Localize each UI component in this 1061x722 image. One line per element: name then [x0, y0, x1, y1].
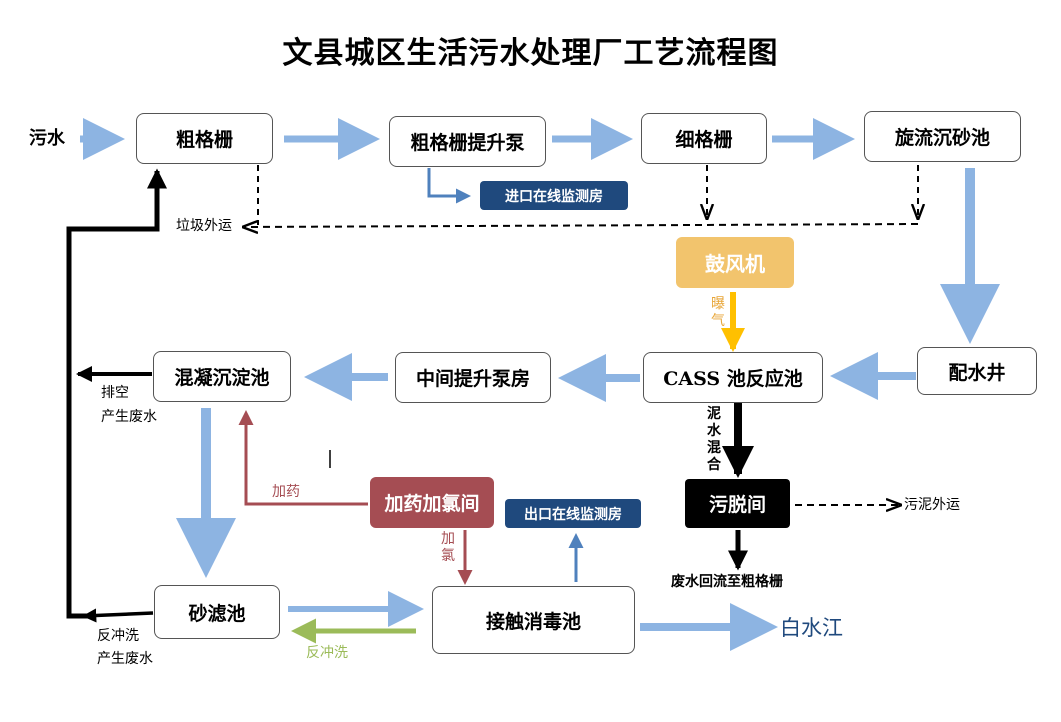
label-backwash-green: 反冲洗 [306, 645, 348, 661]
node-dosing-room: 加药加氯间 [370, 477, 494, 528]
label-chlorine: 加氯 [441, 531, 455, 564]
node-blower: 鼓风机 [676, 237, 794, 288]
node-sludge-room: 污脱间 [685, 479, 790, 528]
node-sand-filter: 砂滤池 [154, 585, 280, 639]
label-river: 白水江 [780, 616, 843, 640]
node-coag-sedimentation: 混凝沉淀池 [153, 351, 291, 402]
label-backwash-1: 反冲洗 [97, 628, 139, 644]
page-title: 文县城区生活污水处理厂工艺流程图 [282, 36, 779, 71]
label-dosing: 加药 [272, 484, 300, 500]
arrow-garbage [244, 224, 919, 227]
label-drain-2: 产生废水 [101, 409, 157, 425]
label-sewage: 污水 [29, 128, 65, 149]
arrow-to-inlet-monitor [427, 168, 471, 204]
label-backwash-2: 产生废水 [97, 651, 153, 667]
node-outlet-monitor: 出口在线监测房 [505, 499, 641, 528]
node-disinfection: 接触消毒池 [432, 586, 635, 654]
node-distribution-well: 配水井 [917, 347, 1037, 395]
node-fine-screen: 细格栅 [641, 113, 767, 164]
node-cass: CASS 池反应池 [643, 352, 823, 403]
node-coarse-screen: 粗格栅 [136, 113, 273, 164]
label-sludge-out: 污泥外运 [904, 497, 960, 513]
label-mud-mix: 泥水混合 [707, 406, 721, 473]
node-inlet-monitor: 进口在线监测房 [480, 181, 628, 210]
label-drain-1: 排空 [101, 385, 129, 401]
label-wastewater-return: 废水回流至粗格栅 [671, 574, 783, 590]
arrow-dosing [238, 410, 368, 506]
arrow-return-loop [66, 168, 167, 619]
node-grit-chamber: 旋流沉砂池 [864, 111, 1021, 162]
node-mid-pump: 中间提升泵房 [395, 352, 551, 403]
arrow-filter-drain [82, 608, 154, 623]
label-garbage: 垃圾外运 [176, 218, 232, 234]
node-coarse-pump: 粗格栅提升泵 [389, 116, 546, 167]
label-aeration: 曝气 [711, 296, 725, 329]
